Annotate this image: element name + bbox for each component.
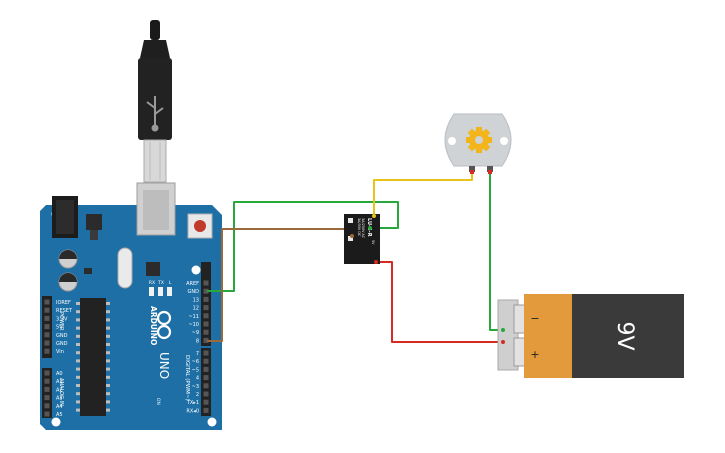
power-pin-socket[interactable] — [44, 299, 50, 305]
battery-voltage-label: 9V — [612, 321, 637, 350]
power-pin-socket[interactable] — [44, 307, 50, 313]
analog-pin-label: A0 — [56, 371, 63, 377]
relay-spec-line-2: 3A/30V DC — [357, 218, 361, 237]
usb-cable[interactable] — [138, 20, 172, 183]
analog-pin-label: A1 — [56, 379, 63, 385]
brand-label: ARDUINO — [149, 306, 158, 345]
wire-gnd-to-relay[interactable] — [207, 201, 399, 292]
digital-pin-label: 2 — [196, 392, 199, 398]
digital-pin-label: ~5 — [192, 367, 199, 373]
digital-pin-socket[interactable] — [203, 321, 209, 327]
digital-pin-label: AREF — [186, 281, 199, 287]
analog-pin-socket[interactable] — [44, 411, 50, 417]
relay-module[interactable]: LU-5-R 3A/250V AC 3A/30V DC 5V — [344, 214, 380, 264]
analog-pin-socket[interactable] — [44, 395, 50, 401]
wire-relay-to-motor[interactable] — [373, 172, 473, 216]
digital-header-title: DIGITAL (PWM~) — [184, 355, 190, 401]
analog-pin-socket[interactable] — [44, 370, 50, 376]
digital-pin-socket[interactable] — [203, 399, 209, 405]
relay-spec-line-1: 3A/250V AC — [361, 218, 365, 239]
arduino-uno-board[interactable]: RX TX L ARDUINO UNO ON DIGITAL (PWM~) PO… — [40, 182, 222, 430]
analog-pin-label: A2 — [56, 387, 63, 393]
on-label: ON — [155, 398, 161, 405]
power-pin-socket[interactable] — [44, 324, 50, 330]
crystal-oscillator — [117, 247, 133, 289]
digital-pin-socket[interactable] — [203, 337, 209, 343]
digital-pin-label: TX▸1 — [186, 400, 199, 406]
digital-pin-socket[interactable] — [203, 366, 209, 372]
mounting-hole — [207, 417, 217, 427]
digital-pin-socket[interactable] — [203, 329, 209, 335]
analog-header-title: ANALOG IN — [58, 378, 64, 406]
analog-pin-label: A3 — [56, 396, 63, 402]
analog-pin-label: A4 — [56, 404, 63, 410]
power-pin-label: GND — [56, 333, 68, 339]
gear-icon — [466, 127, 492, 153]
analog-pin-socket[interactable] — [44, 386, 50, 392]
battery-positive-symbol: + — [530, 348, 539, 361]
digital-pin-label: ~3 — [192, 384, 199, 390]
digital-pin-label: RX◂0 — [186, 408, 199, 414]
analog-pin-label: A5 — [56, 412, 63, 418]
digital-header-bottom — [201, 348, 211, 416]
digital-pin-socket[interactable] — [203, 280, 209, 286]
atmega-chip — [80, 298, 106, 416]
digital-header-top — [201, 262, 211, 346]
power-pin-socket[interactable] — [44, 340, 50, 346]
relay-coil-label: 5V — [371, 240, 375, 245]
digital-pin-socket[interactable] — [203, 407, 209, 413]
digital-pin-label: 4 — [196, 376, 199, 382]
wire-pin8-to-relay[interactable] — [207, 228, 353, 342]
digital-pin-socket[interactable] — [203, 305, 209, 311]
digital-pin-socket[interactable] — [203, 350, 209, 356]
model-label: UNO — [157, 352, 171, 379]
usb-symbol-icon — [146, 96, 164, 132]
digital-pin-label: ~9 — [192, 330, 199, 336]
digital-pin-socket[interactable] — [203, 313, 209, 319]
power-header-title: POWER — [58, 312, 64, 331]
mounting-hole — [51, 417, 61, 427]
digital-pin-socket[interactable] — [203, 296, 209, 302]
wire-relay-to-battery-positive[interactable] — [376, 261, 503, 343]
digital-pin-label: 7 — [196, 351, 199, 357]
led-label: RX — [149, 280, 155, 286]
power-pin-label: RESET — [56, 308, 73, 314]
digital-pin-socket[interactable] — [203, 288, 209, 294]
power-pin-label: 5V — [56, 325, 63, 331]
digital-pin-socket[interactable] — [203, 391, 209, 397]
power-pin-label: GND — [56, 341, 68, 347]
digital-pin-socket[interactable] — [203, 375, 209, 381]
led-label: TX — [157, 280, 164, 286]
analog-pin-socket[interactable] — [44, 378, 50, 384]
power-pin-label: 3.3V — [56, 316, 68, 322]
led-label: L — [169, 280, 172, 286]
battery-negative-symbol: − — [530, 312, 539, 325]
analog-pin-socket[interactable] — [44, 403, 50, 409]
mounting-hole — [191, 265, 201, 275]
capacitor — [58, 249, 78, 269]
power-pin-socket[interactable] — [44, 315, 50, 321]
capacitor — [58, 272, 78, 292]
digital-pin-socket[interactable] — [203, 358, 209, 364]
digital-pin-label: ~6 — [192, 359, 199, 365]
digital-pin-socket[interactable] — [203, 383, 209, 389]
battery-9v[interactable]: − + 9V — [497, 294, 684, 378]
digital-pin-label: 13 — [193, 297, 199, 303]
dc-motor[interactable] — [444, 113, 512, 174]
arduino-logo — [156, 310, 172, 340]
digital-pin-label: ~10 — [188, 322, 199, 328]
power-pin-socket[interactable] — [44, 348, 50, 354]
power-pin-socket[interactable] — [44, 332, 50, 338]
analog-header — [42, 368, 52, 418]
power-pin-label: IOREF — [56, 300, 71, 306]
digital-pin-label: 8 — [196, 338, 199, 344]
digital-pin-label: GND — [188, 289, 200, 295]
digital-pin-label: 12 — [193, 306, 199, 312]
digital-pin-label: ~11 — [188, 314, 199, 320]
power-pin-label: Vin — [56, 349, 64, 355]
